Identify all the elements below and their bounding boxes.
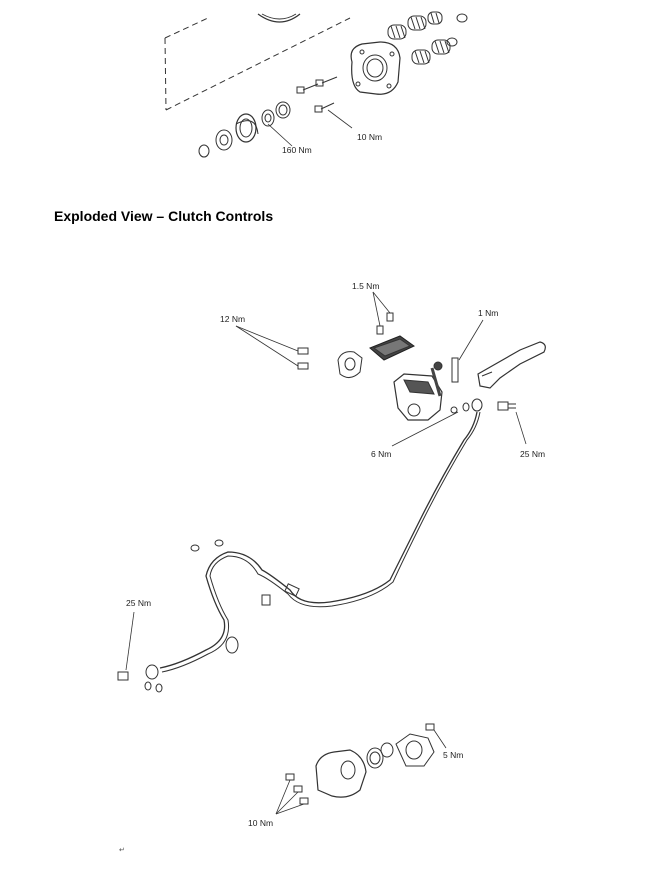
top-partial-diagram: 160 Nm 10 Nm (164, 11, 468, 158)
torque-label-25nm-banjo: 25 Nm (520, 449, 545, 459)
torque-label-10nm-slave: 10 Nm (248, 818, 273, 828)
torque-label-160nm: 160 Nm (282, 145, 312, 155)
section-heading: Exploded View – Clutch Controls (54, 208, 274, 224)
torque-label-10nm: 10 Nm (357, 132, 382, 142)
torque-label-12nm: 12 Nm (220, 314, 245, 324)
torque-label-1-5nm: 1.5 Nm (352, 281, 379, 291)
torque-label-25nm-lower: 25 Nm (126, 598, 151, 608)
torque-label-1nm: 1 Nm (478, 308, 498, 318)
page-mark: ↵ (119, 847, 125, 854)
torque-label-6nm: 6 Nm (371, 449, 391, 459)
torque-label-5nm: 5 Nm (443, 750, 463, 760)
